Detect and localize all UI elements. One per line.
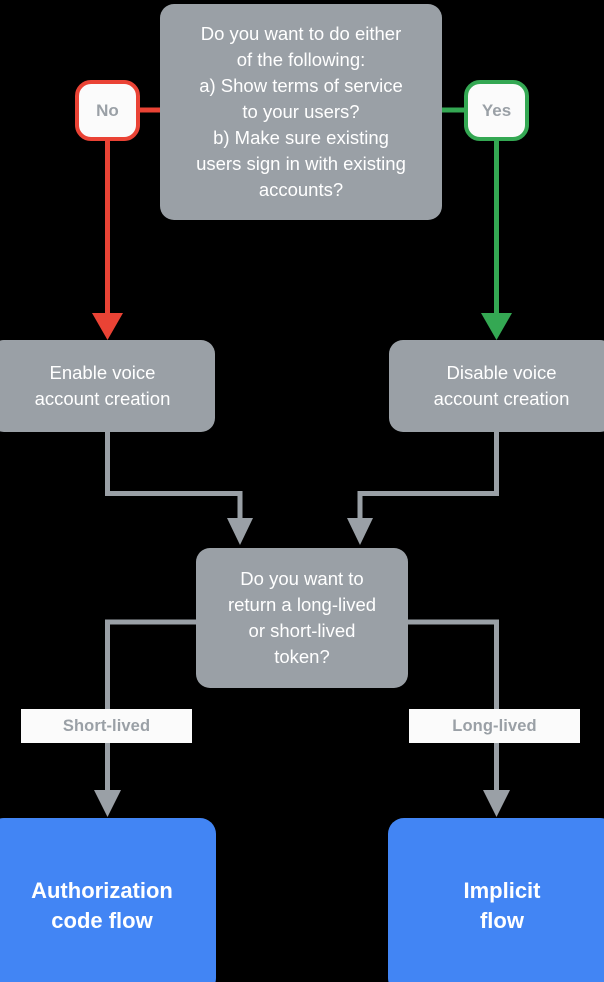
node-token-question-label: Do you want to return a long-lived or sh… — [227, 568, 377, 667]
edge-yes-to-disable-voice — [481, 141, 512, 340]
node-implicit-flow[interactable]: Implicit flow — [388, 818, 604, 982]
edge-label-short-lived: Short-lived — [21, 709, 192, 743]
edge-enable-voice-to-token-question — [105, 432, 253, 545]
branch-yes-button[interactable]: Yes — [464, 80, 529, 141]
branch-no-label: No — [96, 100, 119, 120]
node-top-question-label: Do you want to do either of the followin… — [196, 23, 406, 200]
edge-label-short-lived-text: Short-lived — [62, 716, 151, 735]
node-enable-voice-account-creation-label: Enable voice account creation — [34, 362, 171, 409]
edge-no-to-enable-voice — [92, 141, 123, 340]
node-authorization-code-flow[interactable]: Authorization code flow — [0, 818, 216, 982]
node-disable-voice-account-creation-label: Disable voice account creation — [433, 362, 570, 409]
node-top-question[interactable]: Do you want to do either of the followin… — [160, 4, 442, 220]
node-implicit-flow-label: Implicit flow — [463, 878, 541, 933]
node-authorization-code-flow-label: Authorization code flow — [31, 878, 173, 933]
edge-label-long-lived-text: Long-lived — [452, 716, 537, 735]
node-disable-voice-account-creation[interactable]: Disable voice account creation — [389, 340, 604, 432]
edge-disable-voice-to-token-question — [347, 432, 499, 545]
node-enable-voice-account-creation[interactable]: Enable voice account creation — [0, 340, 215, 432]
edge-label-long-lived: Long-lived — [409, 709, 580, 743]
branch-yes-label: Yes — [481, 100, 512, 120]
branch-no-button[interactable]: No — [75, 80, 140, 141]
node-token-question[interactable]: Do you want to return a long-lived or sh… — [196, 548, 408, 688]
